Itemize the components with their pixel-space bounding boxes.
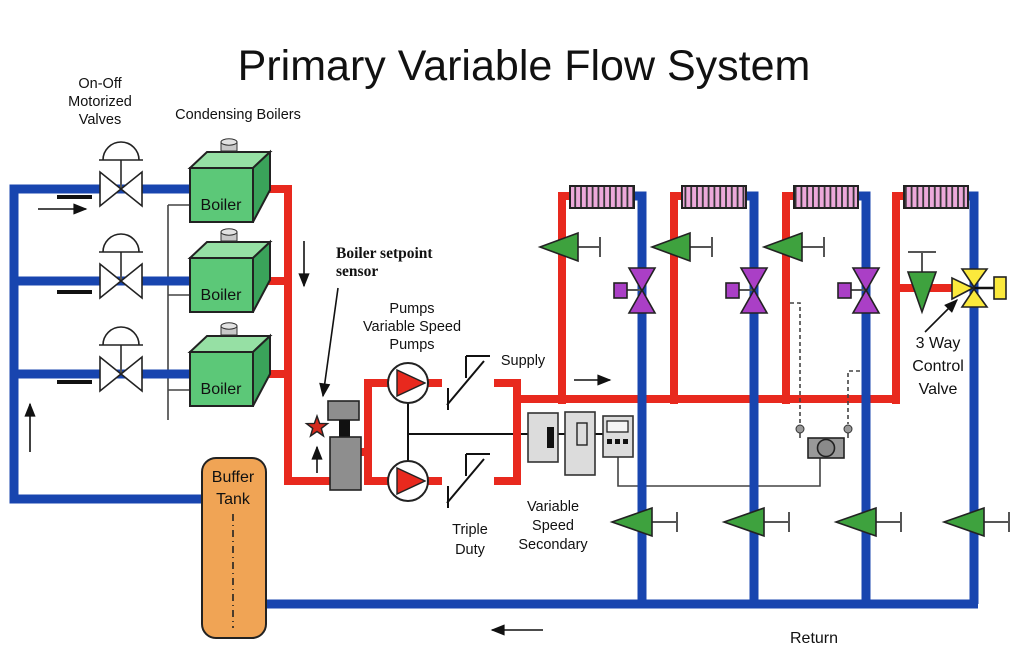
supply-balance-valve-1	[537, 231, 601, 263]
coil-4	[903, 185, 969, 209]
setpoint-leader-arrow-icon	[319, 287, 339, 398]
three-way-control-valve	[951, 268, 1007, 308]
coil-3	[793, 185, 859, 209]
purple-control-valve-1	[613, 267, 657, 314]
triple-duty-valve-2	[442, 453, 494, 508]
on-off-valves-label-1: On-Off	[78, 76, 122, 92]
triple-duty-valve-1	[442, 355, 494, 410]
setpoint-sensor-label-1: Boiler setpoint	[336, 245, 433, 262]
vfd-box-2	[564, 411, 596, 476]
motorized-valve-1	[99, 141, 143, 208]
pump-control-wiring	[407, 403, 603, 461]
vfd-box-1	[527, 412, 559, 463]
diagram-labels: Primary Variable Flow System On-Off Moto…	[68, 42, 964, 647]
return-label: Return	[790, 630, 838, 647]
pump-1	[387, 362, 429, 404]
dp-sensor	[795, 424, 853, 459]
boiler-1-label: Boiler	[201, 197, 243, 214]
three-way-leader-arrow-icon	[924, 299, 958, 333]
three-way-label-1: 3 Way	[916, 335, 961, 352]
motorized-valve-3	[99, 326, 143, 393]
buffer-tank-label-1: Buffer	[212, 469, 255, 486]
return-balance-valve-3	[833, 506, 902, 538]
circuit4-green-valve	[906, 251, 938, 315]
buffer-tank: Buffer Tank	[201, 457, 267, 639]
boiler-1: Boiler	[187, 138, 273, 223]
setpoint-sensor-label-2: sensor	[336, 263, 378, 280]
boiler-3-label: Boiler	[201, 381, 243, 398]
motorized-valve-2	[99, 233, 143, 300]
purple-control-valve-3	[837, 267, 881, 314]
dp-sensing-lines	[790, 302, 860, 424]
vfd-controller-box	[602, 415, 634, 458]
vss-label-2: Speed	[532, 518, 574, 534]
supply-balance-valve-3	[761, 231, 825, 263]
pump-2	[387, 460, 429, 502]
boiler-control-wiring	[167, 204, 192, 420]
supply-label: Supply	[501, 353, 546, 369]
triple-duty-label-2: Duty	[455, 542, 486, 558]
return-balance-valve-4	[941, 506, 1010, 538]
page-title: Primary Variable Flow System	[238, 42, 811, 90]
on-off-valves-label-2: Motorized	[68, 94, 132, 110]
boiler-3: Boiler	[187, 322, 273, 407]
boiler-2-label: Boiler	[201, 287, 243, 304]
pipe-tick-marks	[57, 195, 92, 384]
buffer-tank-label-2: Tank	[216, 491, 251, 508]
return-balance-valve-1	[609, 506, 678, 538]
controller-display	[606, 420, 629, 433]
on-off-valves-label-3: Valves	[79, 112, 121, 128]
boiler-setpoint-sensor	[304, 400, 362, 491]
three-way-label-2: Control	[912, 358, 964, 375]
vss-label-1: Variable	[527, 499, 579, 515]
boiler-2: Boiler	[187, 228, 273, 313]
pumps-label-3: Pumps	[389, 337, 434, 353]
dp-sensor-wiring	[617, 457, 821, 487]
purple-control-valve-2	[725, 267, 769, 314]
coil-2	[681, 185, 747, 209]
supply-balance-valve-2	[649, 231, 713, 263]
pumps-label-1: Pumps	[389, 301, 434, 317]
pumps-label-2: Variable Speed	[363, 319, 461, 335]
coil-1	[569, 185, 635, 209]
three-way-label-3: Valve	[919, 381, 958, 398]
vss-label-3: Secondary	[518, 537, 588, 553]
return-balance-valve-2	[721, 506, 790, 538]
flow-annotations	[24, 195, 958, 636]
condensing-boilers-label: Condensing Boilers	[175, 107, 301, 123]
sensor-star-icon	[304, 413, 330, 438]
triple-duty-label-1: Triple	[452, 522, 488, 538]
